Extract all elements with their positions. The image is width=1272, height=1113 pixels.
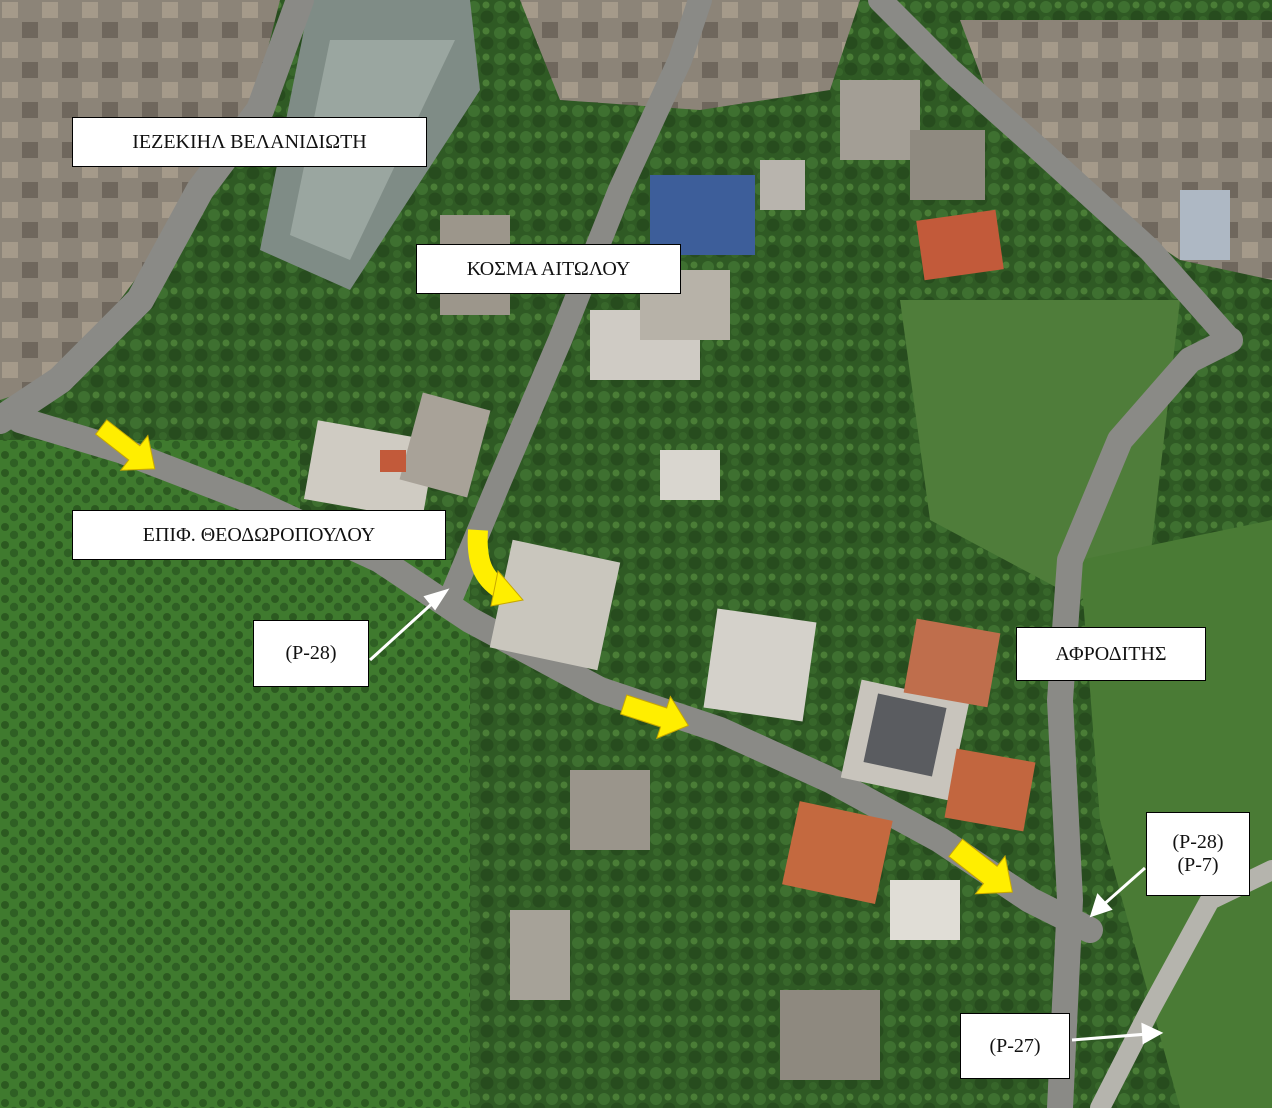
buildings [303,80,1230,1080]
building [510,910,570,1000]
direction-arrow-icon [94,419,156,471]
road-iezekiil [0,0,314,434]
point-label-p28-p7: (P-28) (P-7) [1146,812,1250,896]
street-label-iezekiil: ΙΕΖΕΚΙΗΛ ΒΕΛΑΝΙΔΙΩΤΗ [72,117,427,167]
point-label-p27: (P-27) [960,1013,1070,1079]
street-label-epif: ΕΠΙΦ. ΘΕΟΔΩΡΟΠΟΥΛΟΥ [72,510,446,560]
building [660,450,720,500]
direction-arrows [94,419,1013,895]
road-northeast [868,0,1242,352]
open-field [900,300,1180,600]
pointer-arrow-icon [1071,1022,1164,1045]
building [760,160,805,210]
building [703,608,817,722]
point-label-p7: (P-7) [1177,854,1219,876]
building [1180,190,1230,260]
building-roof-red [782,801,893,905]
building [780,990,880,1080]
building-roof-dark [863,693,947,777]
pointer-arrows [368,588,1164,1045]
building-roof-red [944,748,1036,832]
direction-arrow-icon [948,838,1013,895]
building [570,770,650,850]
building [399,392,491,498]
point-label-p28: (P-28) [253,620,369,687]
street-label-kosma: ΚΟΣΜΑ ΑΙΤΩΛΟΥ [416,244,681,294]
building [890,880,960,940]
direction-arrow-icon [467,529,524,607]
point-label-p28-right: (P-28) [1172,831,1224,853]
building [840,80,920,160]
building [910,130,985,200]
orchard-field [0,560,470,1108]
building [303,420,437,520]
road-afroditis [1047,327,1243,1113]
pointer-arrow-icon [368,588,450,662]
building [489,539,621,671]
building-block-northwest [0,0,280,400]
building-roof-red [380,450,406,472]
street-label-afroditis: ΑΦΡΟΔΙΤΗΣ [1016,627,1206,681]
building-roof-red [916,209,1004,281]
building-roof-red [903,618,1001,708]
direction-arrow-icon [619,694,690,740]
solar-panel-roof [650,175,755,255]
pointer-arrow-icon [1089,866,1146,918]
